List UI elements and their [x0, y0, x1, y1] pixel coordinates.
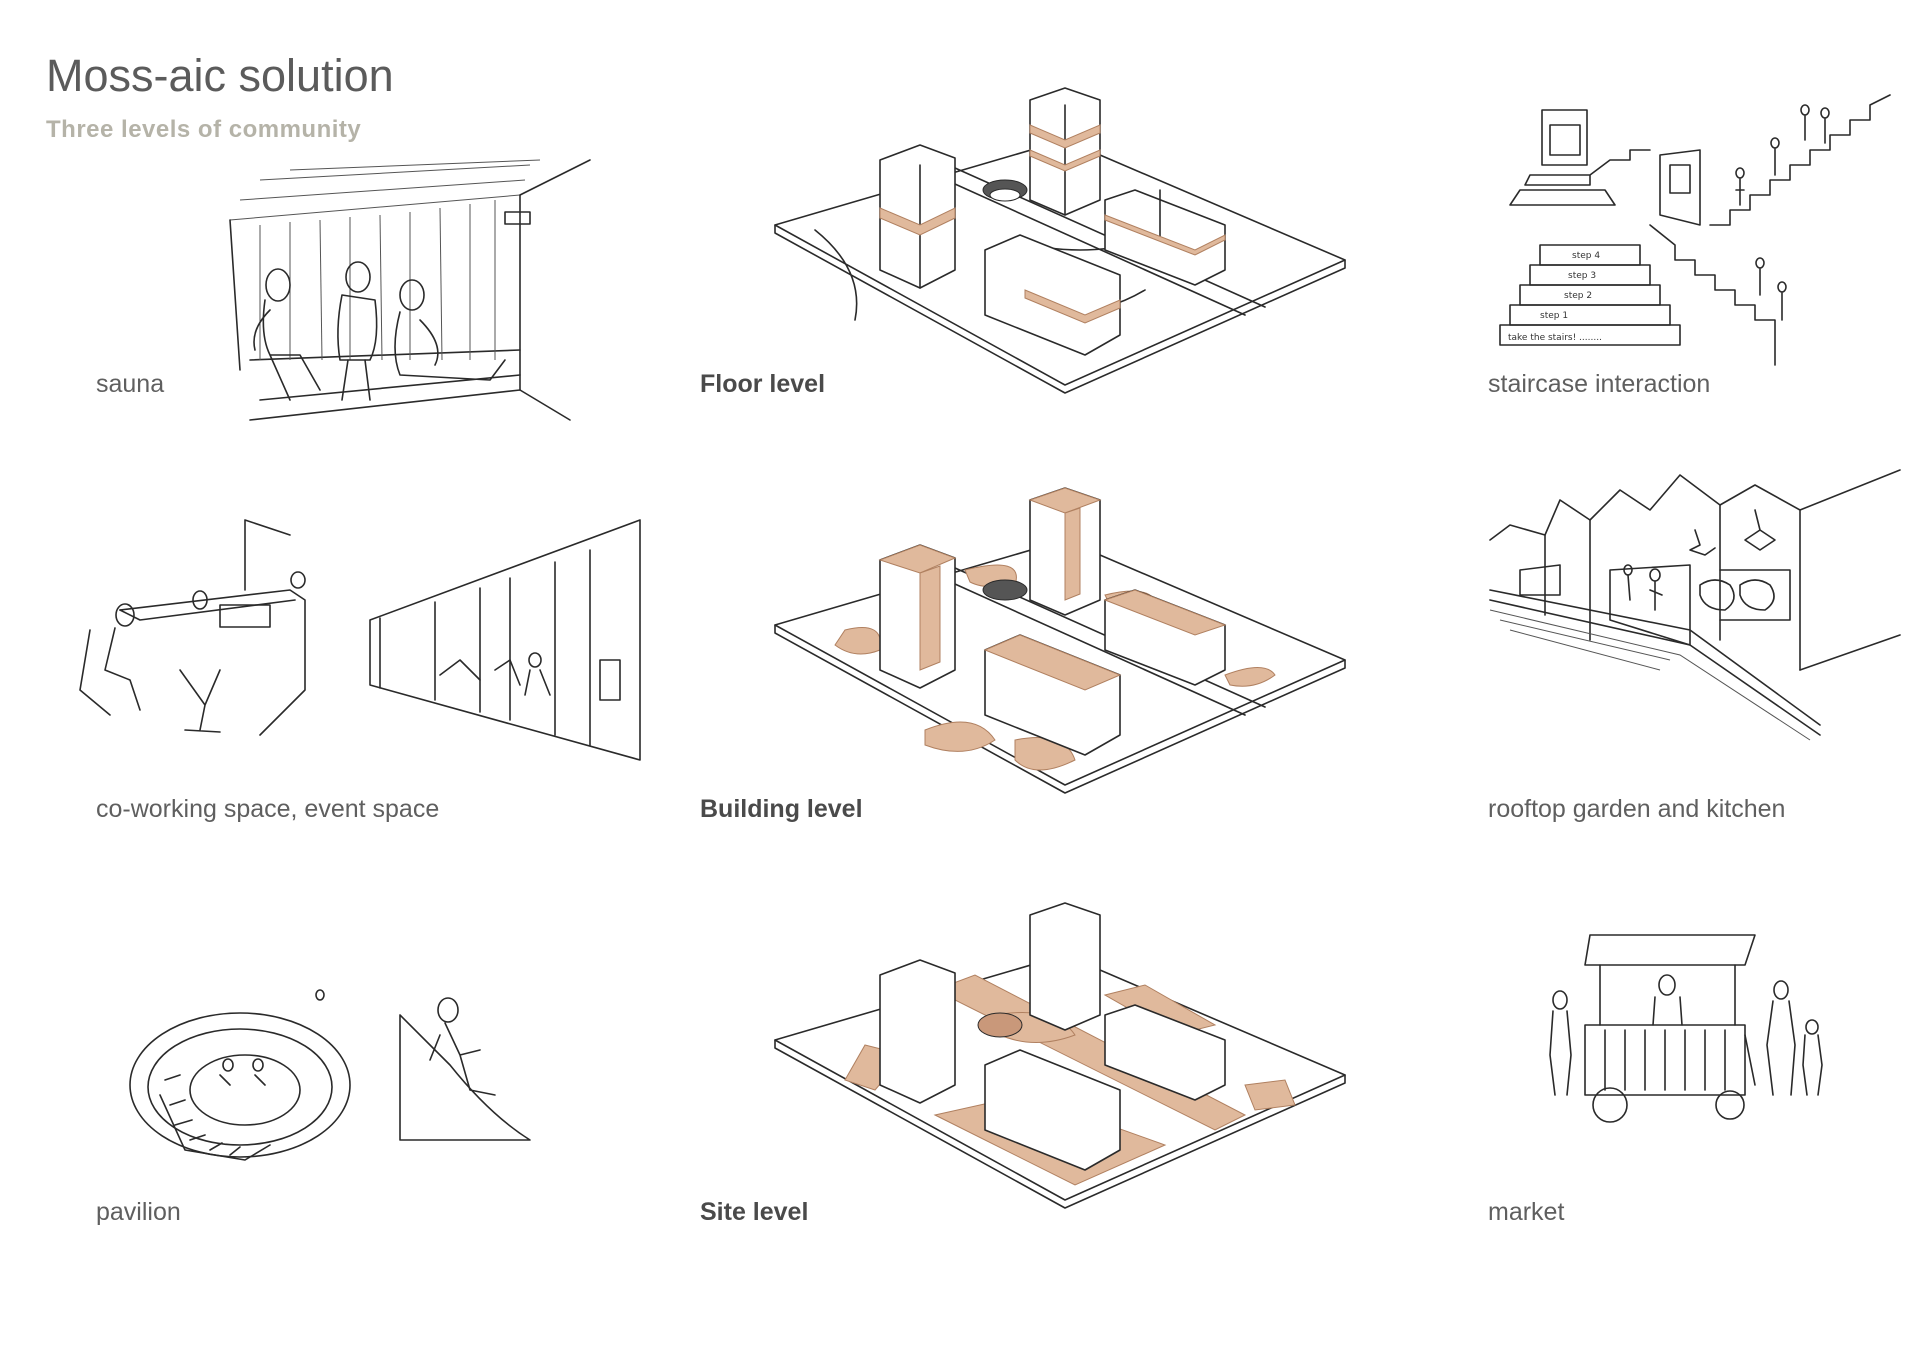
sauna-sketch [229, 159, 591, 450]
staircase-label: staircase interaction [1488, 370, 1711, 398]
step-2-text: step 2 [1564, 291, 1592, 301]
staircase-sketch: step 4 step 3 step 2 step 1 take the sta… [1499, 94, 1900, 366]
page-title: Moss-aic solution [46, 50, 394, 101]
page-subtitle: Three levels of community [46, 116, 362, 143]
sauna-label: sauna [96, 370, 165, 398]
market-sketch [1545, 934, 1845, 1135]
step-4-text: step 4 [1572, 251, 1600, 261]
site-level-site [774, 902, 1346, 1215]
market-label: market [1488, 1198, 1565, 1226]
rooftop-sketch [1489, 469, 1910, 745]
rooftop-label: rooftop garden and kitchen [1488, 795, 1786, 823]
site-level-label: Site level [700, 1198, 809, 1226]
step-1-text: step 1 [1540, 311, 1568, 321]
pavilion-sketch [129, 975, 550, 1195]
building-level-site [774, 487, 1346, 800]
building-level-label: Building level [700, 795, 863, 823]
coworking-label: co-working space, event space [96, 795, 440, 823]
coworking-sketch [60, 519, 660, 770]
step-3-text: step 3 [1568, 271, 1596, 281]
pavilion-label: pavilion [96, 1198, 181, 1226]
floor-level-site [774, 87, 1346, 394]
take-stairs-text: take the stairs! ........ [1508, 333, 1602, 343]
floor-level-label: Floor level [700, 370, 826, 398]
